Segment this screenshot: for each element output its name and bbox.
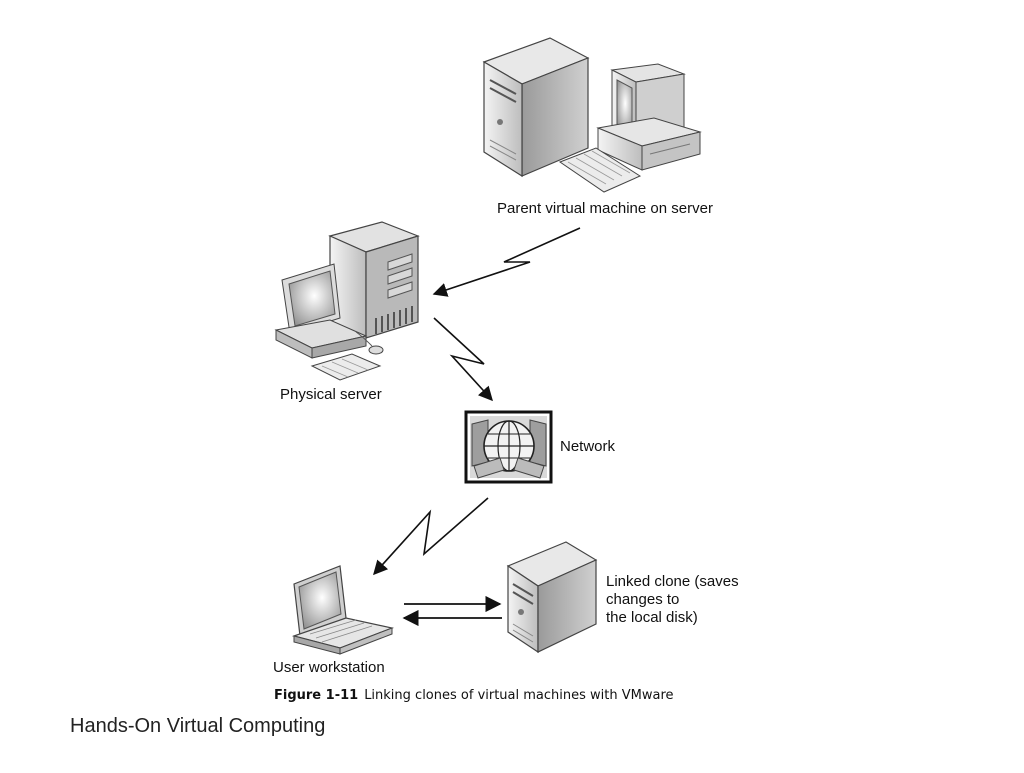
lightning-connector-parent-to-server — [432, 227, 581, 297]
lightning-connector-network-to-workstation — [373, 497, 489, 576]
linked-clone-label-line: Linked clone (saves — [606, 573, 739, 590]
laptop-icon — [291, 565, 395, 655]
physical-server-label: Physical server — [280, 386, 382, 403]
user-workstation-label: User workstation — [273, 659, 385, 676]
server-tower-icon — [506, 541, 598, 654]
figure-caption-text: Linking clones of virtual machines with … — [364, 688, 674, 703]
parent-vm-label: Parent virtual machine on server — [497, 200, 713, 217]
server-tower-with-monitor-icon — [274, 221, 420, 381]
slide-footer: Hands-On Virtual Computing — [70, 715, 326, 737]
linked-clone-label-line: changes to — [606, 591, 680, 608]
network-label: Network — [560, 438, 616, 455]
figure-caption: Figure 1-11 Linking clones of virtual mac… — [274, 688, 674, 703]
linked-clone-label-line: the local disk) — [606, 609, 698, 626]
desktop-computer-with-tower-icon — [482, 37, 702, 193]
network-globe-icon — [464, 410, 553, 484]
figure-number: Figure 1-11 — [274, 688, 359, 703]
lightning-connector-server-to-network — [433, 317, 493, 402]
linked-clone-label: Linked clone (saves changes to the local… — [606, 573, 766, 627]
